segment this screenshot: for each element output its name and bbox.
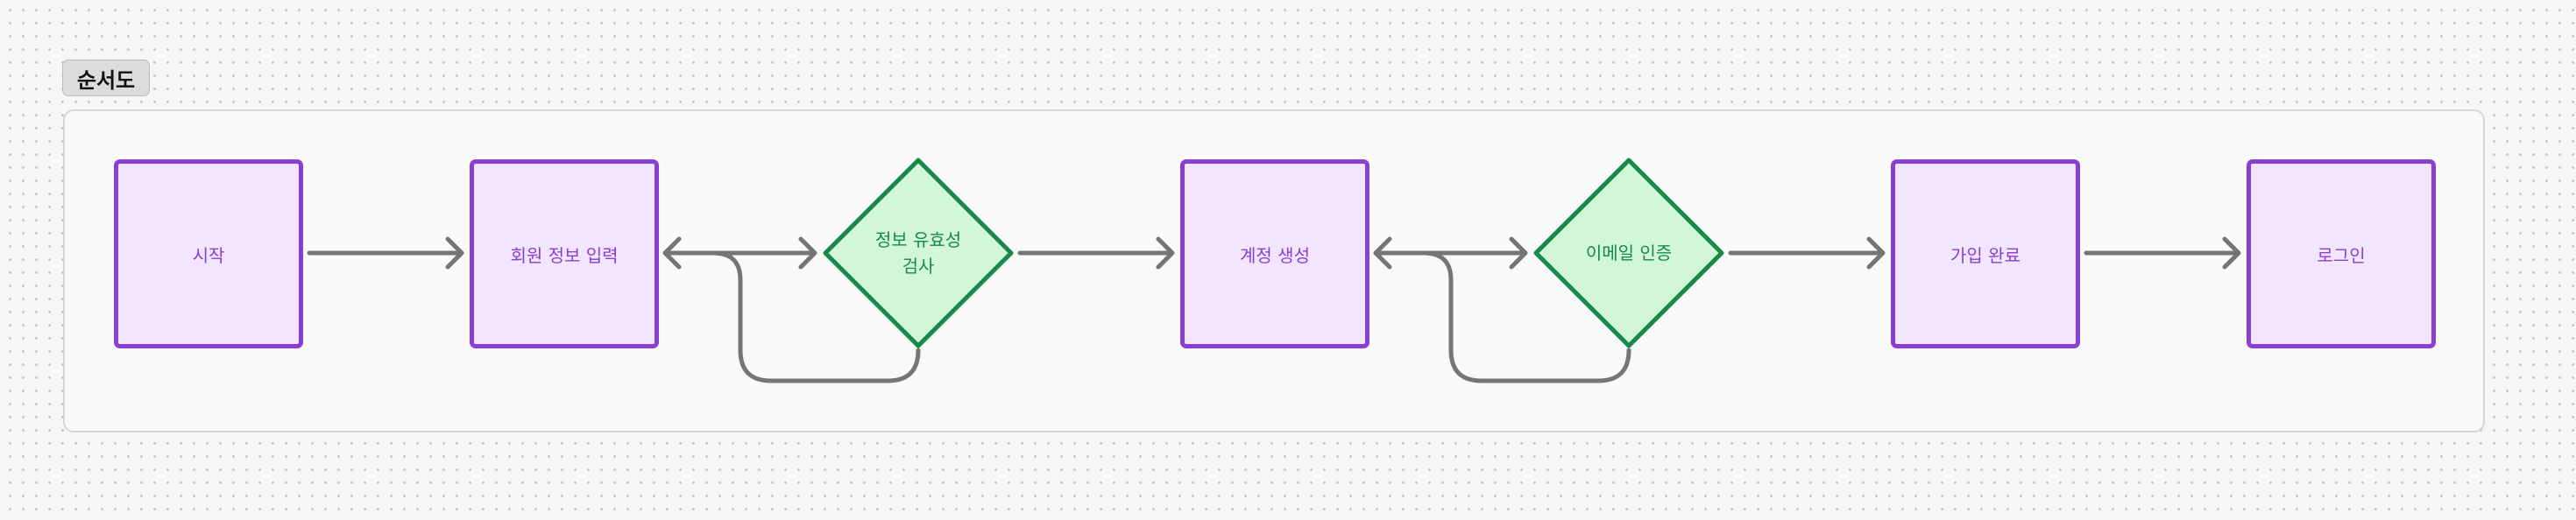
node-start-label: 시작 (192, 244, 225, 266)
node-validate[interactable]: 정보 유효성 검사 (822, 157, 1015, 349)
node-enter-info-label: 회원 정보 입력 (510, 244, 619, 266)
edge-start-to-enter-info (307, 236, 464, 270)
node-create-account[interactable]: 계정 생성 (1180, 159, 1369, 348)
node-email-verify-label: 이메일 인증 (1585, 242, 1673, 264)
edge-validate-loop-back (662, 236, 921, 383)
node-email-verify[interactable]: 이메일 인증 (1532, 157, 1725, 349)
decision-diamond-shape (823, 158, 1014, 348)
node-create-account-label: 계정 생성 (1240, 244, 1310, 266)
node-start[interactable]: 시작 (114, 159, 303, 348)
edge-email-verify-to-signup-done (1728, 236, 1886, 270)
node-validate-label: 정보 유효성 검사 (874, 229, 962, 277)
node-enter-info[interactable]: 회원 정보 입력 (470, 159, 659, 348)
diagram-title: 순서도 (62, 60, 150, 96)
node-signup-done-label: 가입 완료 (1950, 244, 2020, 266)
edge-email-verify-loop-back (1373, 236, 1631, 383)
edge-signup-done-to-login (2084, 236, 2241, 270)
edge-validate-to-create-account (1017, 236, 1175, 270)
node-login[interactable]: 로그인 (2247, 159, 2436, 348)
decision-diamond-shape (1533, 158, 1724, 348)
node-login-label: 로그인 (2317, 244, 2366, 266)
node-signup-done[interactable]: 가입 완료 (1891, 159, 2080, 348)
